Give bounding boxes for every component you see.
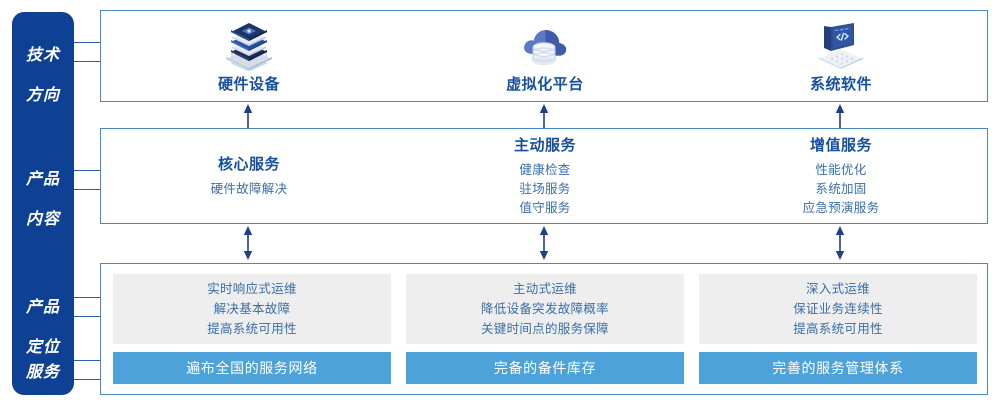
position-line: 提高系统可用性: [793, 322, 883, 336]
rail-label-line2: 方向: [25, 87, 60, 104]
rail-label-line1: 产品: [25, 299, 60, 316]
position-line: 提高系统可用性: [207, 322, 297, 336]
rail-label-product-content: 产品 内容: [12, 150, 74, 250]
content-item: 健康检查: [519, 163, 571, 177]
position-box-indepth[interactable]: 深入式运维 保证业务连续性 提高系统可用性: [699, 274, 977, 344]
content-title-valueadd: 增值服务: [809, 137, 872, 154]
advantage-label: 完善的服务管理体系: [772, 360, 904, 376]
advantage-bar-network[interactable]: 遍布全国的服务网络: [113, 352, 391, 384]
connector-advantage-2: [74, 379, 100, 380]
category-rail: [12, 12, 74, 395]
product-content-panel: 核心服务 硬件故障解决 主动服务 健康检查 驻场服务 值守服务 增值服务 性能优…: [100, 128, 988, 224]
rail-label-line2: 内容: [25, 211, 60, 228]
connector-position-2: [74, 316, 100, 317]
cloud-database-icon: [514, 19, 576, 71]
arrow-content-to-position-2: [537, 226, 551, 260]
connector-tech-2: [74, 61, 100, 62]
content-column-core[interactable]: 核心服务 硬件故障解决: [101, 129, 397, 223]
arrow-tech-to-content-1: [241, 104, 255, 128]
position-line: 保证业务连续性: [793, 302, 883, 316]
content-title-proactive: 主动服务: [513, 137, 576, 154]
tech-label-virtualization: 虚拟化平台: [506, 75, 584, 93]
position-box-realtime[interactable]: 实时响应式运维 解决基本故障 提高系统可用性: [113, 274, 391, 344]
rail-label-tech-direction: 技术 方向: [12, 26, 74, 126]
position-line: 主动式运维: [512, 282, 577, 296]
content-item: 硬件故障解决: [210, 182, 288, 196]
position-line: 解决基本故障: [213, 302, 291, 316]
position-box-proactive[interactable]: 主动式运维 降低设备突发故障概率 关键时间点的服务保障: [406, 274, 684, 344]
laptop-code-icon: [810, 19, 872, 71]
tech-label-system-software: 系统软件: [809, 75, 872, 93]
rail-label-line2: 定位: [25, 339, 60, 356]
tech-label-hardware: 硬件设备: [217, 75, 280, 93]
content-item: 值守服务: [519, 201, 571, 215]
arrow-content-to-position-1: [241, 226, 255, 260]
connector-advantage-1: [74, 360, 100, 361]
advantage-bar-management[interactable]: 完善的服务管理体系: [699, 352, 977, 384]
rail-label-service-advantage: 服务 优势: [12, 343, 74, 407]
position-line: 实时响应式运维: [207, 282, 297, 296]
tech-column-hardware[interactable]: 硬件设备: [101, 11, 397, 101]
connector-tech-1: [74, 42, 100, 43]
tech-column-system-software[interactable]: 系统软件: [693, 11, 989, 101]
content-item: 应急预演服务: [802, 201, 880, 215]
arrow-tech-to-content-3: [833, 104, 847, 128]
advantage-bar-spareparts[interactable]: 完备的备件库存: [406, 352, 684, 384]
content-item: 驻场服务: [519, 182, 571, 196]
rail-label-line1: 技术: [25, 47, 60, 64]
advantage-label: 完备的备件库存: [493, 360, 597, 376]
rail-label-product-position: 产品 定位: [12, 278, 74, 378]
advantage-label: 遍布全国的服务网络: [186, 360, 318, 376]
rail-label-line1: 产品: [25, 171, 60, 188]
content-column-proactive[interactable]: 主动服务 健康检查 驻场服务 值守服务: [397, 129, 693, 223]
connector-position-1: [74, 297, 100, 298]
connector-content-1: [74, 170, 100, 171]
position-line: 关键时间点的服务保障: [480, 322, 609, 336]
content-column-valueadd[interactable]: 增值服务 性能优化 系统加固 应急预演服务: [693, 129, 989, 223]
rail-label-line1: 服务: [25, 364, 60, 381]
tech-column-virtualization[interactable]: 虚拟化平台: [397, 11, 693, 101]
product-position-panel: 实时响应式运维 解决基本故障 提高系统可用性 主动式运维 降低设备突发故障概率 …: [100, 263, 988, 395]
content-title-core: 核心服务: [217, 156, 280, 173]
arrow-content-to-position-3: [833, 226, 847, 260]
position-line: 深入式运维: [805, 282, 870, 296]
rail-label-line2: 优势: [12, 403, 74, 407]
arrow-tech-to-content-2: [537, 104, 551, 128]
tech-direction-panel: 硬件设备 虚拟化平台: [100, 10, 988, 102]
server-stack-icon: [218, 19, 280, 72]
content-item: 系统加固: [815, 182, 867, 196]
position-line: 降低设备突发故障概率: [480, 302, 609, 316]
connector-content-2: [74, 189, 100, 190]
content-item: 性能优化: [815, 163, 867, 177]
